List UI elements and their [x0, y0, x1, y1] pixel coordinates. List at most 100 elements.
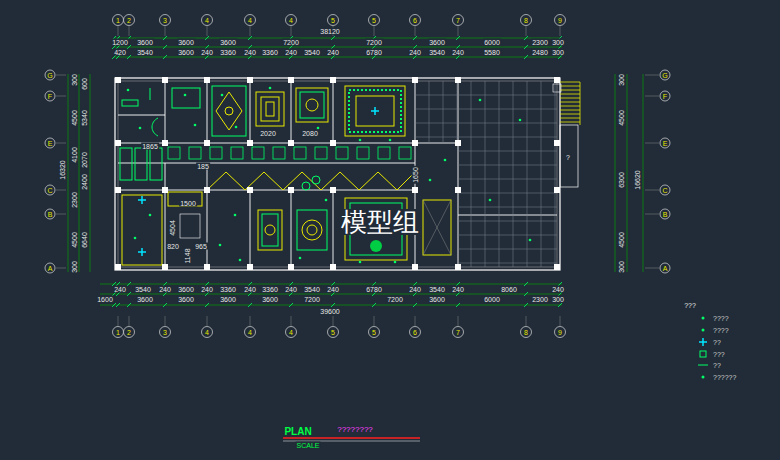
column — [247, 140, 253, 146]
dimension-text: 240 — [284, 286, 298, 293]
column — [162, 264, 168, 270]
dimension-tick — [163, 36, 167, 40]
axis-bubble — [160, 15, 171, 26]
dimension-text: 6780 — [365, 49, 383, 56]
legend-text: ???? — [712, 315, 730, 322]
axis-line — [333, 316, 334, 326]
axis-line — [56, 96, 66, 97]
axis-label: 6 — [412, 17, 418, 24]
dimension-text: 300 — [551, 296, 565, 303]
ceiling-box — [210, 147, 222, 159]
dimension-text: 6780 — [365, 286, 383, 293]
dimension-text: 3600 — [177, 39, 195, 46]
column — [204, 77, 210, 83]
dimension-text: 300 — [71, 260, 78, 274]
dimension-text: 1148 — [184, 247, 191, 264]
dimension-text: ???????? — [336, 426, 374, 434]
ceiling-box — [357, 147, 369, 159]
axis-line — [645, 190, 659, 191]
dimension-text: 1865 — [141, 143, 159, 150]
column — [330, 187, 336, 193]
dimension-tick — [112, 303, 116, 307]
dimension-tick — [163, 303, 167, 307]
ceiling-circle — [225, 107, 233, 115]
dimension-text: 1500 — [179, 200, 197, 207]
dimension-text: 16320 — [59, 159, 66, 180]
dimension-tick — [205, 55, 209, 59]
dimension-line — [68, 38, 643, 305]
column — [247, 264, 253, 270]
column — [554, 264, 560, 270]
stair — [560, 82, 580, 125]
axis-line — [526, 316, 527, 326]
legend-text: ?? — [712, 362, 722, 369]
dimension-text: 240 — [200, 49, 214, 56]
dimension-tick — [372, 292, 376, 296]
ceiling-frame — [122, 195, 162, 265]
axis-line — [165, 316, 166, 326]
tile-grid — [458, 263, 557, 264]
dimension-text: 820 — [166, 243, 180, 250]
light-dot — [221, 94, 224, 97]
column — [204, 140, 210, 146]
column — [554, 187, 560, 193]
axis-bubble — [453, 15, 464, 26]
legend-text: ?????? — [712, 374, 737, 381]
dimension-tick — [413, 303, 417, 307]
dimension-tick — [456, 303, 460, 307]
axis-label: 5 — [330, 17, 336, 24]
dimension-text: 3600 — [219, 296, 237, 303]
dimension-tick — [289, 292, 293, 296]
axis-line — [250, 26, 251, 36]
axis-label: 4 — [288, 329, 294, 336]
axis-label: A — [662, 265, 669, 272]
dimension-text: 185 — [196, 163, 210, 170]
axis-label: 5 — [330, 329, 336, 336]
dimension-tick — [524, 55, 528, 59]
dimension-text: 3600 — [261, 296, 279, 303]
axis-bubble — [202, 15, 213, 26]
column — [162, 77, 168, 83]
column — [204, 264, 210, 270]
dimension-text: 3540 — [428, 286, 446, 293]
dimension-tick — [524, 45, 528, 49]
light-cross — [371, 107, 379, 115]
axis-line — [291, 26, 292, 36]
tile-grid — [458, 235, 557, 236]
dimension-tick — [289, 303, 293, 307]
dimension-tick — [331, 55, 335, 59]
dimension-tick — [524, 303, 528, 307]
dimension-text: 2300 — [71, 191, 78, 209]
ceiling-box — [399, 147, 411, 159]
dimension-text: ? — [565, 154, 571, 161]
dimension-tick — [205, 303, 209, 307]
dimension-text: 7200 — [386, 296, 404, 303]
dimension-text: 4500 — [71, 109, 78, 127]
column — [162, 187, 168, 193]
legend-symbol — [698, 365, 708, 366]
dimension-tick — [205, 36, 209, 40]
dimension-text: 3360 — [261, 286, 279, 293]
column — [412, 140, 418, 146]
ceiling-frame — [212, 86, 246, 136]
axis-bubble — [369, 15, 380, 26]
legend-symbol — [700, 351, 706, 357]
fixture — [122, 100, 138, 106]
dimension-text: 4500 — [71, 231, 78, 249]
axis-line — [560, 26, 561, 36]
axis-label: 2 — [126, 329, 132, 336]
legend-symbol — [702, 329, 705, 332]
axis-label: 9 — [557, 329, 563, 336]
axis-bubble — [555, 15, 566, 26]
axis-label: 7 — [455, 329, 461, 336]
dimension-tick — [331, 292, 335, 296]
ceiling-frame — [172, 88, 200, 108]
dimension-tick — [127, 292, 131, 296]
ceiling-box — [189, 147, 201, 159]
light-dot — [519, 119, 522, 122]
axis-bubble — [410, 15, 421, 26]
axis-line — [207, 26, 208, 36]
dimension-text: 1650 — [412, 166, 419, 184]
axis-bubble — [113, 15, 124, 26]
